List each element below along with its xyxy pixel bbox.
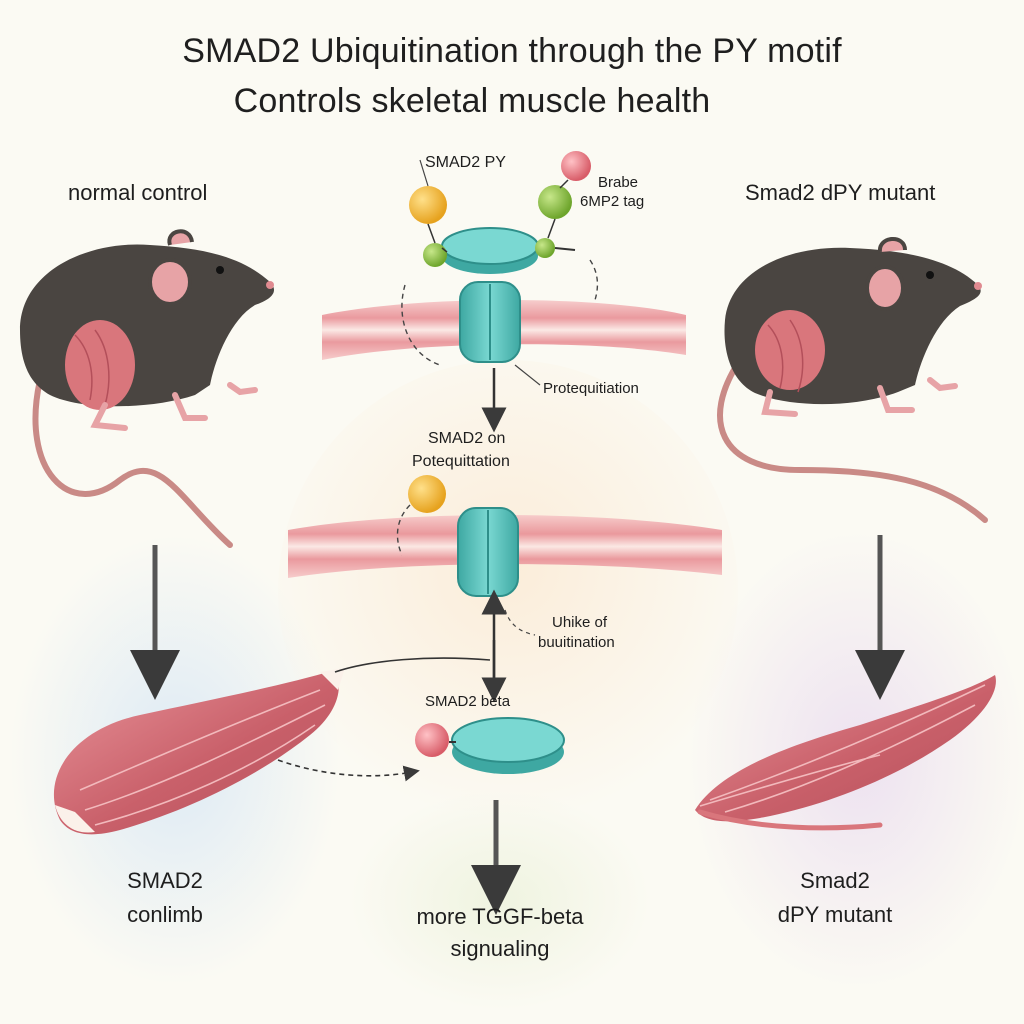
page-title-line2: Controls skeletal muscle health	[233, 82, 711, 120]
smad2-on-label: SMAD2 on	[428, 430, 506, 447]
right-muscle-label-2: dPY mutant	[777, 902, 893, 927]
green-small-ball-left	[423, 243, 447, 267]
middle-channel	[457, 507, 519, 597]
right-header: Smad2 dPY mutant	[745, 180, 936, 205]
smad2-py-label: SMAD2 PY	[425, 154, 506, 171]
bottom-glow	[350, 790, 650, 1010]
pink-ball-bottom	[415, 723, 449, 757]
protequitiation-label: Protequitiation	[543, 380, 639, 397]
orange-ubiquitin-ball	[409, 186, 447, 224]
connector-left-muscle	[334, 657, 491, 673]
potequittation-label: Potequittation	[412, 453, 510, 470]
right-muscle-illustration	[695, 675, 996, 831]
page-title-line1: SMAD2 Ubiquitination through the PY moti…	[182, 32, 842, 70]
green-small-ball-right	[535, 238, 555, 258]
left-header: normal control	[68, 180, 208, 205]
left-muscle-illustration	[53, 668, 345, 835]
smad2-beta-label: SMAD2 beta	[425, 693, 511, 710]
uhike-label-1: Uhike of	[552, 614, 608, 631]
bottom-label-1: more TGGF-beta	[416, 904, 584, 929]
top-channel	[459, 281, 521, 363]
right-mouse-illustration	[717, 237, 988, 523]
left-mouse-illustration	[20, 229, 275, 548]
left-muscle-label-2: conlimb	[127, 902, 203, 927]
right-muscle-label-1: Smad2	[800, 868, 870, 893]
connector-to-beta	[277, 759, 420, 782]
orange-ball-middle	[408, 475, 446, 513]
bottom-label-2: signualing	[450, 936, 550, 961]
tag-label-1: Brabe	[598, 174, 639, 191]
top-disk-protein	[441, 227, 539, 274]
left-muscle-label-1: SMAD2	[127, 868, 203, 893]
tag-label-2: 6MP2 tag	[580, 193, 645, 210]
pink-tag-ball	[561, 151, 591, 181]
green-ball-right	[538, 185, 572, 219]
bottom-disk-protein	[451, 717, 565, 774]
uhike-label-2: buuitination	[538, 634, 615, 651]
